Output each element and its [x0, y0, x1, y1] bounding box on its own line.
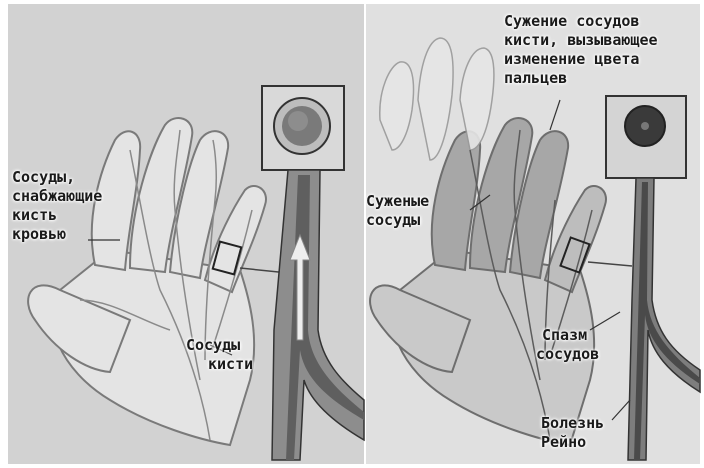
- label-narrowing-title: Сужение сосудов кисти, вызывающее измене…: [504, 12, 658, 88]
- label-line: кисти: [186, 355, 253, 374]
- label-hand-vessels: Сосуды кисти: [186, 336, 253, 374]
- label-line: сосуды: [366, 211, 429, 230]
- label-narrowed-vessels: Суженые сосуды: [366, 192, 429, 230]
- label-line: снабжающие: [12, 187, 102, 206]
- label-line: кисть: [12, 206, 102, 225]
- label-line: кисти, вызывающее: [504, 31, 658, 50]
- label-disease: Болезнь Рейно: [541, 414, 604, 452]
- label-left-vessels: Сосуды, снабжающие кисть кровью: [12, 168, 102, 244]
- label-line: Рейно: [541, 433, 604, 452]
- label-line: Сужение сосудов: [504, 12, 658, 31]
- label-line: кровью: [12, 225, 102, 244]
- label-line: сосудов: [536, 345, 599, 364]
- label-line: пальцев: [504, 69, 658, 88]
- label-line: Сосуды,: [12, 168, 102, 187]
- label-spasm: Спазм сосудов: [536, 326, 599, 364]
- label-line: Спазм: [536, 326, 599, 345]
- label-line: Сосуды: [186, 336, 253, 355]
- label-line: Болезнь: [541, 414, 604, 433]
- label-line: изменение цвета: [504, 50, 658, 69]
- label-line: Суженые: [366, 192, 429, 211]
